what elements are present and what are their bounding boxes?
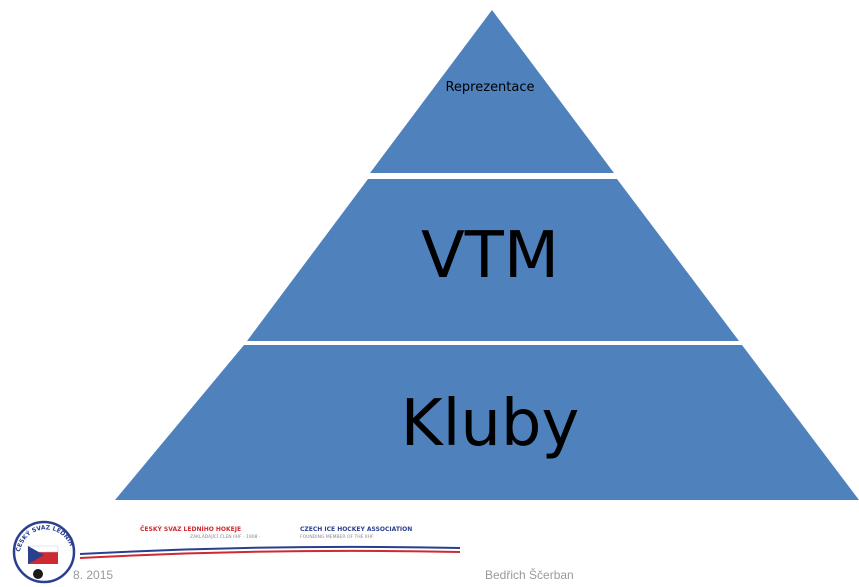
tier-label-reprezentace: Reprezentace [445, 80, 535, 95]
footer-swoosh [80, 545, 460, 559]
footer-author: Bedřich Ščerban [485, 568, 574, 582]
pyramid-tier-bottom [115, 345, 859, 500]
slide-footer: ČESKÝ SVAZ LEDNÍHO HOKEJE ČESKÝ SVAZ LED… [0, 510, 859, 587]
tier-label-kluby: Kluby [400, 387, 580, 461]
footer-date: 8. 2015 [73, 568, 114, 582]
association-name-cz: ČESKÝ SVAZ LEDNÍHO HOKEJE [140, 526, 242, 533]
association-name-en: CZECH ICE HOCKEY ASSOCIATION [300, 526, 413, 533]
pyramid-tier-middle [247, 179, 739, 341]
association-subtitle-en: FOUNDING MEMBER OF THE IIHF [300, 535, 374, 540]
association-subtitle-cz: ZAKLÁDAJÍCÍ ČLEN IIHF · 1908 · [190, 535, 261, 540]
tier-label-vtm: VTM [420, 219, 560, 293]
hockey-association-logo: ČESKÝ SVAZ LEDNÍHO HOKEJE [8, 512, 76, 584]
pyramid-tier-top [370, 10, 614, 173]
